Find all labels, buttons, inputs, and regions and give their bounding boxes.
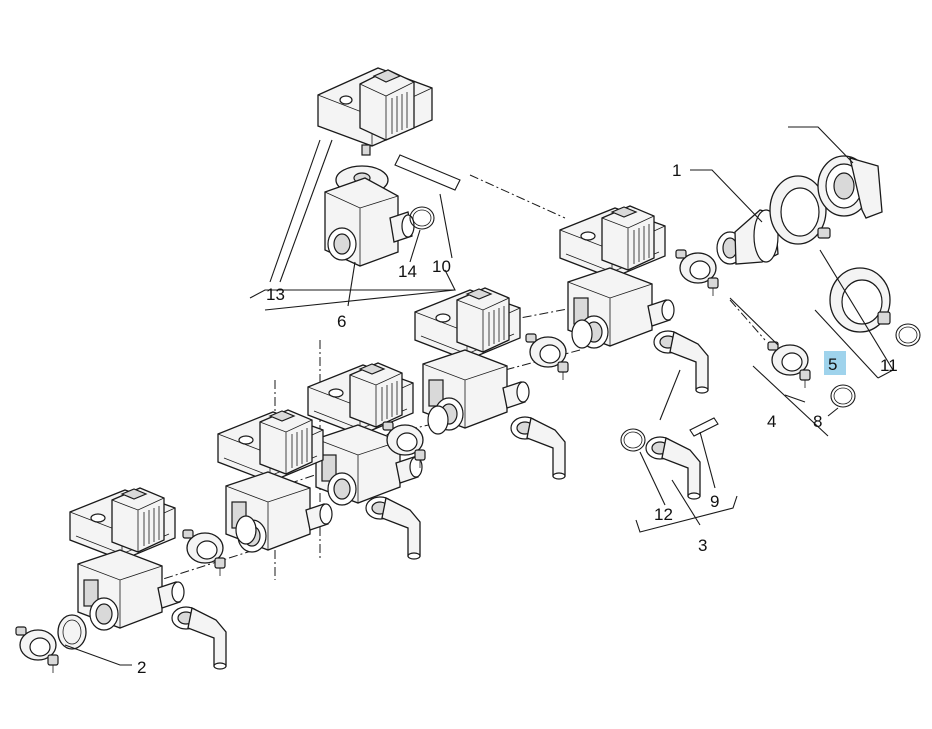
o-ring-14	[409, 206, 435, 230]
callout-5: 5	[828, 355, 837, 374]
callout-6: 6	[337, 312, 346, 331]
o-ring-8	[830, 384, 856, 408]
callout-14: 14	[398, 262, 417, 281]
coupling-11	[829, 267, 891, 333]
section-valve-5	[69, 487, 185, 631]
elbow-fitting	[171, 606, 227, 670]
end-seal-2	[57, 614, 87, 650]
section-valve-4	[217, 409, 333, 553]
callout-highlight	[824, 351, 846, 375]
ring-row	[235, 319, 593, 545]
clamp-4	[767, 341, 811, 389]
callout-1: 1	[672, 161, 681, 180]
callout-2: 2	[137, 658, 146, 677]
valve-body-6	[324, 165, 415, 267]
clamp	[675, 249, 719, 297]
reducer-1	[716, 209, 779, 265]
callout-11: 11	[880, 356, 898, 375]
clamp	[525, 333, 569, 381]
o-ring-11	[895, 323, 921, 347]
centre-line	[729, 299, 766, 341]
elbow-fitting	[510, 416, 566, 480]
leader-lines	[64, 126, 894, 666]
gasket-strip	[394, 154, 461, 191]
actuator-top	[317, 67, 433, 156]
centre-line	[469, 174, 566, 219]
callout-10: 10	[432, 257, 451, 276]
retaining-clip-9	[689, 417, 719, 437]
callout-12: 12	[654, 505, 673, 524]
callout-13: 13	[266, 285, 285, 304]
elbow-fitting-3	[645, 436, 701, 500]
callout-8: 8	[813, 412, 822, 431]
coupling-nut	[769, 175, 831, 245]
elbow-fitting	[653, 330, 709, 394]
clamp-2	[15, 626, 59, 674]
elbow-large	[817, 155, 883, 219]
o-ring-12	[620, 428, 646, 452]
clamp	[182, 529, 226, 577]
centre-line	[519, 299, 616, 319]
callout-9: 9	[710, 492, 719, 511]
elbow-fitting	[365, 496, 421, 560]
callout-3: 3	[698, 536, 707, 555]
callout-4: 4	[767, 412, 776, 431]
